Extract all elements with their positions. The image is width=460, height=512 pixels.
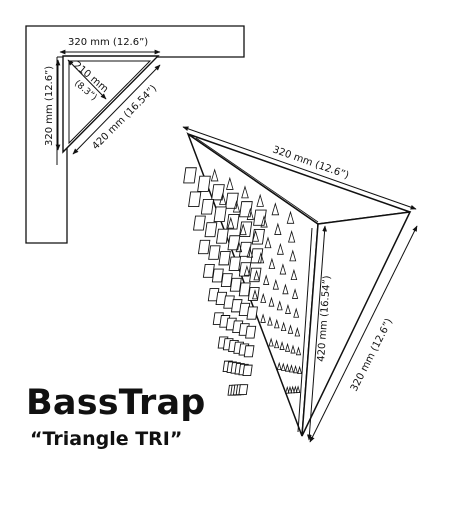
perforation-insert	[260, 215, 268, 228]
perforation-hole	[208, 245, 221, 260]
perforation-hole	[211, 184, 225, 201]
side-edge-label: 320 mm (12.6”)	[349, 317, 395, 394]
perforation-hole	[200, 198, 215, 215]
perforation-hole	[238, 384, 249, 395]
perforation-hole	[238, 262, 252, 277]
perforation-hole	[204, 222, 218, 238]
perforation-insert	[295, 346, 302, 356]
perforation-insert	[267, 316, 273, 326]
perforation-hole	[228, 256, 242, 271]
perforation-insert	[293, 364, 298, 374]
top-height-label: 320 mm (12.6”)	[44, 66, 55, 146]
perforation-insert	[280, 321, 287, 331]
perforation-hole	[188, 191, 202, 207]
perforation-insert	[288, 230, 296, 243]
perforation-insert	[284, 363, 290, 372]
corner-wall-outline	[25, 25, 245, 244]
perforation-insert	[274, 318, 280, 329]
perforation-hole	[250, 248, 264, 264]
perforation-hole	[220, 273, 233, 287]
perforation-insert	[257, 252, 265, 264]
perforation-insert	[274, 222, 282, 235]
perforation-hole	[226, 214, 240, 230]
perforation-insert	[284, 342, 291, 352]
perforation-insert	[274, 339, 280, 349]
perforation-insert	[246, 246, 254, 258]
perforation-hole	[246, 306, 258, 320]
perforation-insert	[253, 269, 260, 281]
perforation-hole	[197, 175, 211, 192]
perforation-hole	[213, 206, 227, 223]
side-edge-dimension-arrow	[309, 225, 418, 443]
perforation-insert	[263, 274, 270, 285]
perforation-insert	[276, 300, 283, 311]
top-width-label: 320 mm (12.6”)	[68, 37, 148, 48]
perforation-insert	[260, 292, 267, 303]
perforation-hole	[202, 263, 215, 278]
perforation-insert	[289, 249, 297, 262]
perforation-hole	[193, 215, 206, 231]
perforation-insert	[293, 307, 300, 318]
perforation-insert	[252, 289, 258, 300]
perforation-insert	[285, 303, 291, 314]
perforation-insert	[239, 223, 247, 236]
top-edge-dimension-arrow	[182, 126, 417, 210]
perforation-insert	[289, 364, 294, 373]
perforation-insert	[227, 216, 235, 229]
perforation-insert	[235, 240, 243, 253]
product-model: “Triangle TRI”	[30, 428, 183, 450]
perforation-hole	[243, 345, 255, 358]
perforation-hole	[253, 209, 267, 226]
perforation-insert	[293, 385, 298, 394]
perforation-insert	[294, 326, 301, 337]
perforation-insert	[272, 278, 279, 290]
perforation-insert	[264, 236, 272, 249]
perforation-hole	[242, 364, 253, 377]
perforation-hole	[197, 239, 211, 255]
perforation-insert	[279, 341, 285, 350]
perforation-hole	[215, 228, 229, 244]
perforation-insert	[297, 365, 303, 374]
perforation-insert	[279, 263, 287, 275]
perforation-insert	[290, 344, 296, 354]
perforation-insert	[282, 283, 289, 295]
perforation-insert	[268, 296, 275, 307]
perforation-insert	[260, 313, 266, 323]
perforation-hole	[218, 251, 231, 266]
perforation-insert	[268, 337, 274, 347]
perforation-insert	[287, 324, 294, 334]
perforation-insert	[290, 385, 295, 394]
perforation-insert	[291, 288, 299, 299]
perforation-hole	[238, 282, 251, 297]
perforation-insert	[252, 229, 260, 242]
perforation-insert	[268, 257, 276, 269]
perforation-insert	[276, 361, 282, 371]
perforation-hole	[245, 325, 257, 339]
perforation-hole	[183, 167, 197, 184]
perforation-hole	[229, 277, 242, 292]
perforation-insert	[295, 385, 301, 393]
perforation-insert	[285, 385, 290, 394]
perforation-insert	[246, 207, 254, 220]
perforation-insert	[290, 268, 298, 281]
perforation-insert	[287, 385, 293, 394]
perforation-insert	[280, 362, 286, 371]
product-view: 320 mm (12.6”) 420 mm (16.54”) 320 mm (1…	[182, 126, 418, 443]
perforation-insert	[243, 265, 251, 276]
perforation-insert	[276, 242, 284, 255]
perforation-insert	[286, 210, 295, 224]
hypotenuse-dimension-arrow	[72, 64, 161, 155]
perforation-hole	[211, 268, 224, 283]
top-view: 320 mm (12.6”) 320 mm (12.6”) 210 mm (8.…	[25, 25, 245, 244]
perforation-hole	[227, 235, 241, 251]
product-title: BassTrap	[26, 383, 206, 423]
